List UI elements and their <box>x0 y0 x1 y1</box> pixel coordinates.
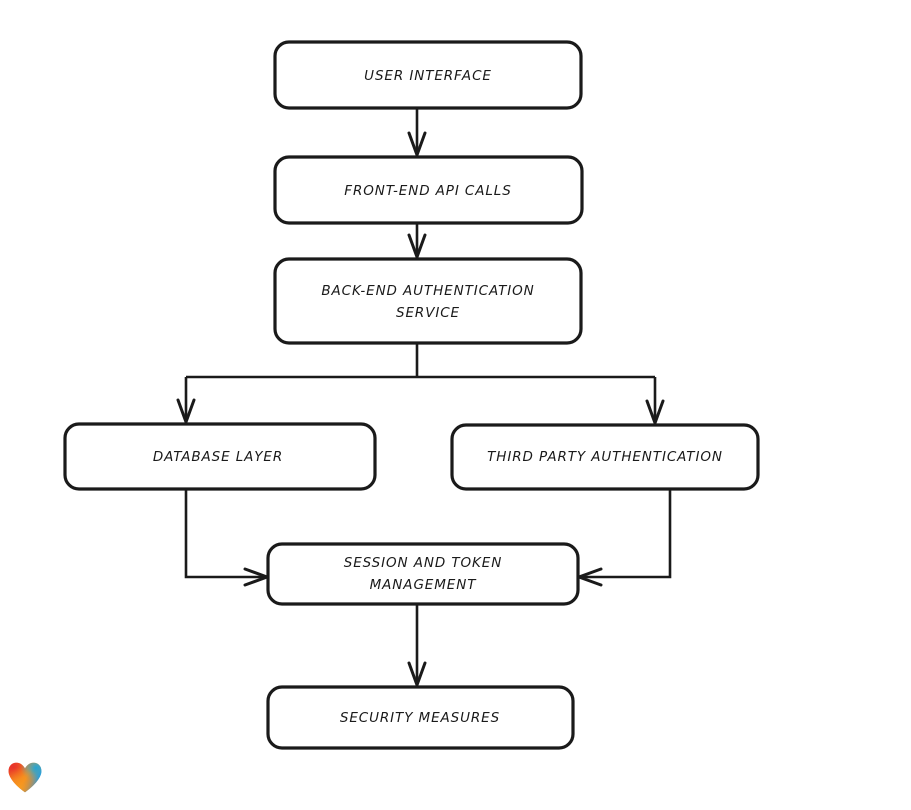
node-user-interface-shape[interactable] <box>273 40 583 110</box>
node-back-end-authentication-service-label-line2: SERVICE <box>396 305 460 321</box>
node-user-interface-label: USER INTERFACE <box>364 68 492 84</box>
node-security-measures[interactable]: SECURITY MEASURES <box>266 685 575 750</box>
node-front-end-api-calls-shape[interactable] <box>273 155 584 225</box>
edge-backend-to-thirdparty <box>645 377 665 428</box>
heart-logo-fill <box>8 762 42 793</box>
edge-backend-to-database <box>176 377 196 427</box>
node-session-and-token-management-shape[interactable] <box>266 542 580 606</box>
node-security-measures-shape[interactable] <box>266 685 575 750</box>
node-back-end-authentication-service-label-line1: BACK-END AUTHENTICATION <box>321 283 534 299</box>
node-front-end-api-calls-label: FRONT-END API CALLS <box>344 183 511 199</box>
node-back-end-authentication-service[interactable]: BACK-END AUTHENTICATION SERVICE <box>273 257 583 345</box>
node-back-end-authentication-service-shape[interactable] <box>273 257 583 345</box>
node-database-layer-shape[interactable] <box>63 422 377 491</box>
edge-frontend-to-backend <box>407 223 427 262</box>
node-third-party-authentication-shape[interactable] <box>450 423 760 491</box>
node-session-and-token-management-label-line2: MANAGEMENT <box>370 577 478 593</box>
node-user-interface[interactable]: USER INTERFACE <box>273 40 583 110</box>
nodes-layer: USER INTERFACE FRONT-END API CALLS BACK-… <box>63 40 760 750</box>
edge-thirdparty-to-session <box>574 489 672 587</box>
node-security-measures-label: SECURITY MEASURES <box>340 710 500 726</box>
node-front-end-api-calls[interactable]: FRONT-END API CALLS <box>273 155 584 225</box>
edge-session-to-security <box>407 604 427 690</box>
node-third-party-authentication-label: THIRD PARTY AUTHENTICATION <box>487 449 723 465</box>
node-session-and-token-management[interactable]: SESSION AND TOKEN MANAGEMENT <box>266 542 580 606</box>
node-database-layer[interactable]: DATABASE LAYER <box>63 422 377 491</box>
edge-ui-to-frontend <box>407 108 427 160</box>
heart-logo <box>8 762 42 793</box>
node-database-layer-label: DATABASE LAYER <box>153 449 283 465</box>
node-third-party-authentication[interactable]: THIRD PARTY AUTHENTICATION <box>450 423 760 491</box>
edge-backend-branch-trunk <box>186 343 655 379</box>
node-session-and-token-management-label-line1: SESSION AND TOKEN <box>344 555 502 571</box>
edge-database-to-session <box>184 489 272 587</box>
